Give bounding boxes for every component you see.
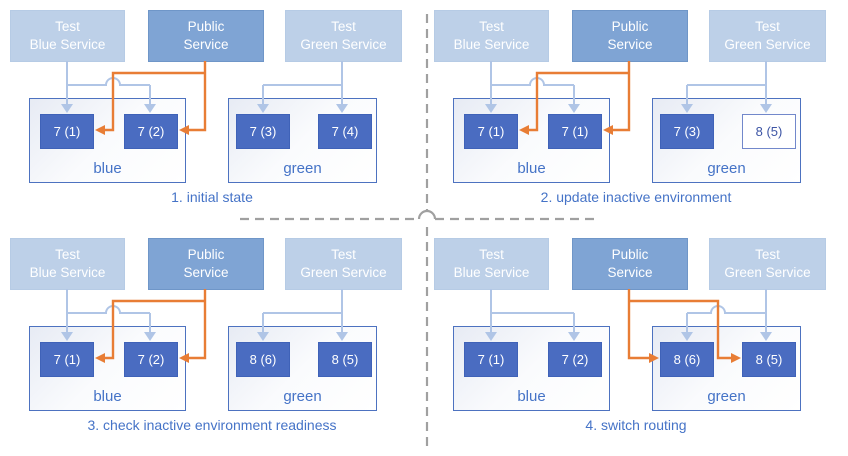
green-environment-label: green (283, 160, 322, 177)
pod-blue-2: 7 (2) (124, 342, 178, 377)
public-service-box: Public Service (572, 10, 688, 62)
test-green-service-label: Test Green Service (724, 18, 811, 52)
pod-green-1: 7 (3) (236, 114, 290, 149)
test-blue-service-box: Test Blue Service (10, 238, 125, 290)
test-blue-service-box: Test Blue Service (10, 10, 125, 62)
panel-caption: 2. update inactive environment (540, 189, 732, 205)
test-green-service-label: Test Green Service (300, 18, 387, 52)
public-service-box: Public Service (148, 238, 264, 290)
public-service-box: Public Service (572, 238, 688, 290)
test-blue-service-box: Test Blue Service (434, 238, 549, 290)
pod-blue-1: 7 (1) (464, 342, 518, 377)
green-environment-label: green (707, 160, 746, 177)
pod-green-2-updated: 8 (5) (742, 114, 796, 149)
pod-green-1: 7 (3) (660, 114, 714, 149)
test-green-service-box: Test Green Service (709, 238, 826, 290)
pod-blue-1: 7 (1) (40, 342, 94, 377)
pod-green-2: 8 (5) (318, 342, 372, 377)
public-service-label: Public Service (607, 246, 653, 280)
test-blue-service-label: Test Blue Service (453, 246, 530, 280)
panel-update-inactive-environment: Test Blue Service Public Service Test Gr… (424, 0, 848, 228)
test-green-service-label: Test Green Service (724, 246, 811, 280)
panel-initial-state: Test Blue Service Public Service Test Gr… (0, 0, 424, 228)
pod-blue-1: 7 (1) (40, 114, 94, 149)
pod-blue-2: 7 (2) (548, 342, 602, 377)
panel-check-inactive-environment-readiness: Test Blue Service Public Service Test Gr… (0, 228, 424, 456)
panel-caption: 3. check inactive environment readiness (87, 417, 337, 433)
test-blue-service-label: Test Blue Service (453, 18, 530, 52)
pod-green-1: 8 (6) (660, 342, 714, 377)
test-green-service-label: Test Green Service (300, 246, 387, 280)
green-environment-label: green (283, 388, 322, 405)
green-environment-label: green (707, 388, 746, 405)
public-service-label: Public Service (183, 18, 229, 52)
blue-environment-label: blue (517, 388, 546, 405)
public-service-box: Public Service (148, 10, 264, 62)
pod-blue-1: 7 (1) (464, 114, 518, 149)
pod-green-1: 8 (6) (236, 342, 290, 377)
test-green-service-box: Test Green Service (285, 10, 402, 62)
public-service-label: Public Service (607, 18, 653, 52)
pod-blue-2: 7 (1) (548, 114, 602, 149)
public-service-label: Public Service (183, 246, 229, 280)
pod-green-2: 7 (4) (318, 114, 372, 149)
test-green-service-box: Test Green Service (709, 10, 826, 62)
test-blue-service-box: Test Blue Service (434, 10, 549, 62)
test-blue-service-label: Test Blue Service (29, 18, 106, 52)
pod-green-2: 8 (5) (742, 342, 796, 377)
blue-environment-label: blue (93, 160, 122, 177)
panel-caption: 1. initial state (171, 189, 253, 205)
blue-environment-label: blue (517, 160, 546, 177)
panel-caption: 4. switch routing (585, 417, 687, 433)
test-blue-service-label: Test Blue Service (29, 246, 106, 280)
blue-environment-label: blue (93, 388, 122, 405)
pod-blue-2: 7 (2) (124, 114, 178, 149)
test-green-service-box: Test Green Service (285, 238, 402, 290)
panel-switch-routing: Test Blue Service Public Service Test Gr… (424, 228, 848, 456)
